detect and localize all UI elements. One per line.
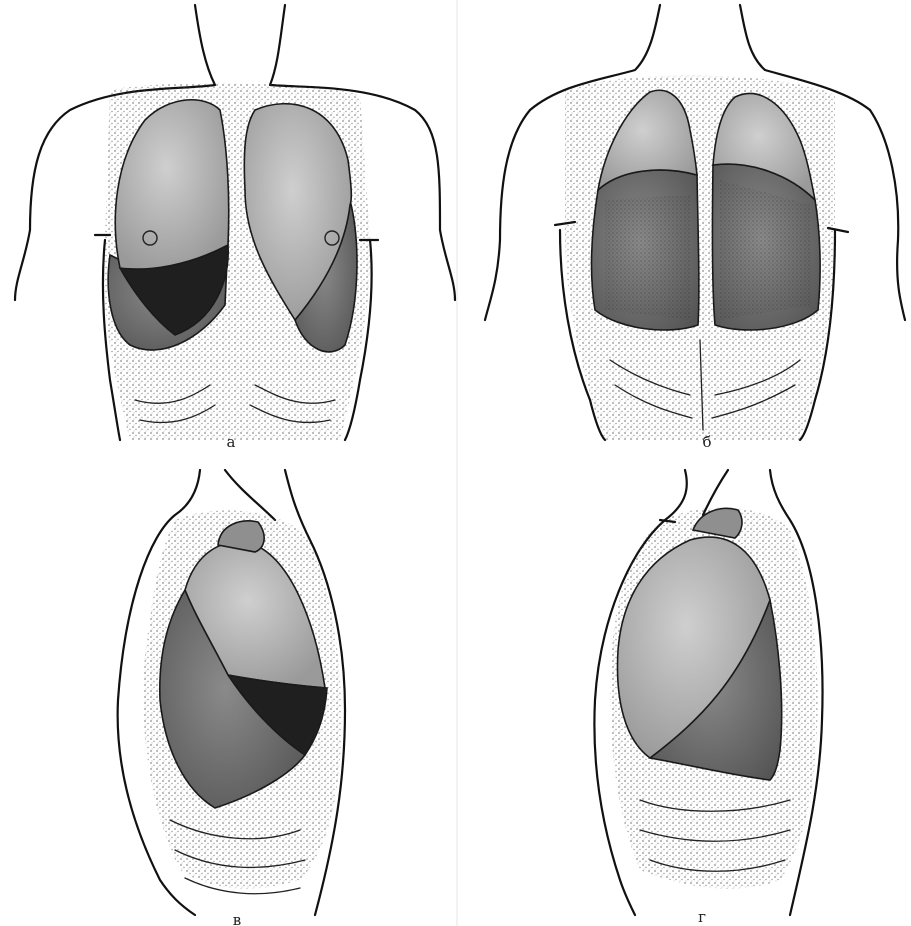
panel-a-label: а xyxy=(227,433,236,451)
panel-b-label: б xyxy=(702,433,711,451)
panel-a: а xyxy=(15,5,455,451)
panel-g: г xyxy=(594,470,822,926)
panel-g-label: г xyxy=(698,908,706,926)
panel-v-label: в xyxy=(233,911,241,926)
panel-v: в xyxy=(118,470,345,926)
panel-b: б xyxy=(485,5,905,451)
